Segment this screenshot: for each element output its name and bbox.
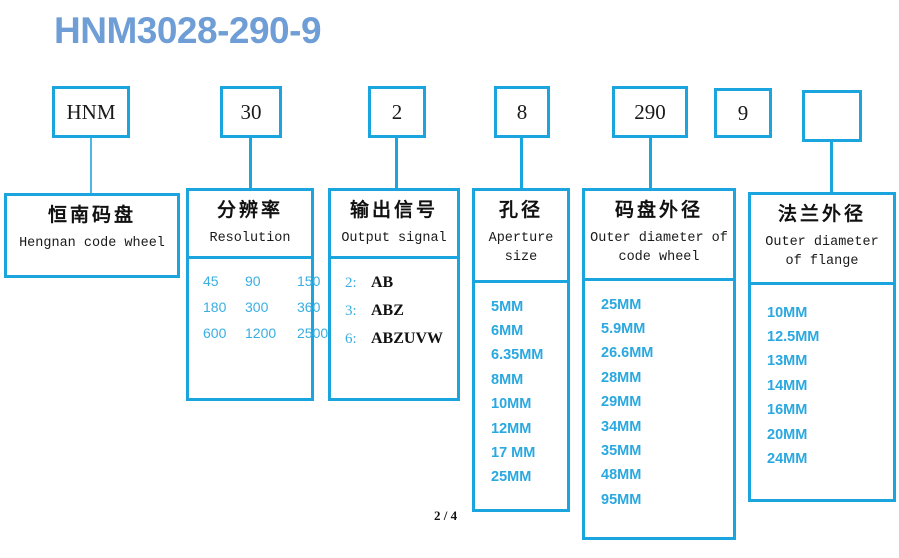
- panel-hengnan-code-wheel: 恒南码盘 Hengnan code wheel: [4, 193, 180, 278]
- list-item: 24MM: [767, 450, 808, 467]
- panel-resolution: 分辨率 Resolution 45 90 150 180 300 360 600…: [186, 188, 328, 401]
- list-item: 1200: [245, 324, 277, 341]
- list-item: 48MM: [601, 467, 642, 484]
- signal-code: 6:: [345, 330, 357, 347]
- connector-hnm: [90, 138, 92, 193]
- code-wheel-value-list: 25MM 5.9MM 26.6MM 28MM 29MM 34MM 35MM 48…: [585, 281, 733, 537]
- panel-title-en: Aperture size: [488, 230, 554, 266]
- connector-flange: [830, 142, 833, 192]
- panel-title-cn: 分辨率: [216, 200, 283, 221]
- list-item: 20MM: [767, 426, 808, 443]
- signal-code: 3:: [345, 303, 357, 319]
- panel-title-cn: 码盘外径: [614, 200, 703, 221]
- list-item: 95MM: [601, 491, 642, 508]
- list-item: 2500: [297, 324, 329, 341]
- connector-resolution: [249, 138, 252, 188]
- panel-title-en: Outer diameter of flange: [765, 234, 879, 270]
- output-signal-list: 2: AB 3: ABZ 6: ABZUVW: [331, 259, 457, 398]
- connector-output-signal: [395, 138, 398, 188]
- code-box-code-wheel: 290: [612, 86, 688, 138]
- list-item: 13MM: [767, 353, 808, 370]
- list-item: 6MM: [491, 323, 524, 340]
- signal-name: AB: [371, 274, 394, 292]
- connector-code-wheel: [649, 138, 652, 188]
- resolution-value-list: 45 90 150 180 300 360 600 1200 2500: [189, 259, 328, 353]
- panel-output-signal: 输出信号 Output signal 2: AB 3: ABZ 6: ABZUV…: [328, 188, 460, 401]
- list-item: 26.6MM: [601, 345, 654, 362]
- code-box-aperture: 8: [494, 86, 550, 138]
- list-item: 14MM: [767, 377, 808, 394]
- list-item: 12MM: [491, 420, 532, 437]
- list-item: 150: [297, 273, 321, 290]
- panel-header: 法兰外径 Outer diameter of flange: [751, 195, 893, 285]
- panel-title-cn: 输出信号: [349, 200, 438, 221]
- page-number: 2 / 4: [434, 508, 458, 523]
- list-item: 10MM: [491, 396, 532, 413]
- list-item: 6.35MM: [491, 347, 544, 364]
- panel-title-cn: 法兰外径: [777, 204, 866, 225]
- code-box-output-signal: 2: [368, 86, 426, 138]
- panel-title-en: Output signal: [341, 230, 447, 246]
- list-item: 25MM: [601, 296, 642, 313]
- panel-header: 恒南码盘 Hengnan code wheel: [7, 196, 177, 261]
- list-item: 45: [203, 273, 219, 290]
- connector-aperture: [520, 138, 523, 188]
- list-item: 180: [203, 299, 227, 316]
- panel-title-cn: 孔径: [498, 200, 543, 221]
- list-item: 3: ABZ: [345, 297, 457, 325]
- list-item: 5.9MM: [601, 321, 646, 338]
- code-box-flange: [802, 90, 862, 142]
- panel-header: 码盘外径 Outer diameter of code wheel: [585, 191, 733, 281]
- signal-name: ABZUVW: [371, 329, 444, 347]
- code-box-nine: 9: [714, 88, 772, 138]
- list-item: 600: [203, 324, 227, 341]
- list-item: 300: [245, 299, 269, 316]
- panel-header: 分辨率 Resolution: [189, 191, 311, 260]
- list-item: 16MM: [767, 402, 808, 419]
- signal-code: 2:: [345, 275, 357, 292]
- panel-title-en: Resolution: [209, 230, 291, 246]
- list-item: 360: [297, 299, 321, 316]
- panel-header: 孔径 Aperture size: [475, 191, 567, 283]
- list-item: 17 MM: [491, 444, 536, 461]
- list-item: 29MM: [601, 394, 642, 411]
- panel-flange-diameter: 法兰外径 Outer diameter of flange 10MM 12.5M…: [748, 192, 896, 502]
- panel-title-en: Hengnan code wheel: [19, 235, 165, 251]
- list-item: 10MM: [767, 304, 808, 321]
- panel-header: 输出信号 Output signal: [331, 191, 457, 260]
- list-item: 25MM: [491, 469, 532, 486]
- list-item: 12.5MM: [767, 329, 820, 346]
- list-item: 28MM: [601, 369, 642, 386]
- list-item: 8MM: [491, 371, 524, 388]
- flange-value-list: 10MM 12.5MM 13MM 14MM 16MM 20MM 24MM: [751, 285, 893, 499]
- page-title: HNM3028-290-9: [54, 10, 322, 51]
- panel-aperture-size: 孔径 Aperture size 5MM 6MM 6.35MM 8MM 10MM…: [472, 188, 570, 512]
- panel-title-en: Outer diameter of code wheel: [590, 230, 728, 266]
- signal-name: ABZ: [371, 302, 404, 319]
- list-item: 35MM: [601, 442, 642, 459]
- panel-title-cn: 恒南码盘: [47, 205, 136, 226]
- list-item: 90: [245, 273, 261, 290]
- code-box-resolution: 30: [220, 86, 282, 138]
- list-item: 6: ABZUVW: [345, 325, 457, 353]
- list-item: 2: AB: [345, 269, 457, 297]
- list-item: 5MM: [491, 298, 524, 315]
- aperture-value-list: 5MM 6MM 6.35MM 8MM 10MM 12MM 17 MM 25MM: [475, 283, 567, 509]
- panel-code-wheel-diameter: 码盘外径 Outer diameter of code wheel 25MM 5…: [582, 188, 736, 540]
- code-box-hnm: HNM: [52, 86, 130, 138]
- list-item: 34MM: [601, 418, 642, 435]
